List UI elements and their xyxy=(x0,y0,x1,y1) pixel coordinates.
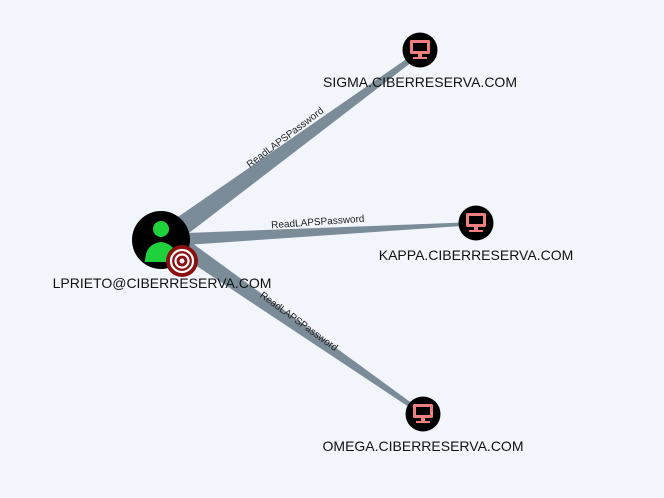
node-computer-kappa[interactable]: KAPPA.CIBERRESERVA.COM xyxy=(379,205,574,264)
node-label-omega: OMEGA.CIBERRESERVA.COM xyxy=(323,438,524,454)
node-label-kappa: KAPPA.CIBERRESERVA.COM xyxy=(379,247,574,263)
edge-label-sigma: ReadLAPSPassword xyxy=(245,106,326,171)
node-computer-sigma[interactable]: SIGMA.CIBERRESERVA.COM xyxy=(323,32,517,91)
node-label-lprieto: LPRIETO@CIBERRESERVA.COM xyxy=(53,275,272,291)
computer-icon xyxy=(410,40,430,59)
computer-icon xyxy=(413,404,433,423)
edge-label-omega: ReadLAPSPassword xyxy=(257,290,339,354)
edge-lprieto-omega[interactable]: ReadLAPSPassword xyxy=(180,243,424,415)
node-computer-omega[interactable]: OMEGA.CIBERRESERVA.COM xyxy=(323,396,524,455)
node-user-lprieto[interactable]: LPRIETO@CIBERRESERVA.COM xyxy=(53,211,272,291)
computer-icon xyxy=(466,213,486,232)
target-icon xyxy=(166,245,198,277)
edge-lprieto-kappa[interactable]: ReadLAPSPassword xyxy=(186,214,476,245)
node-label-sigma: SIGMA.CIBERRESERVA.COM xyxy=(323,74,517,90)
